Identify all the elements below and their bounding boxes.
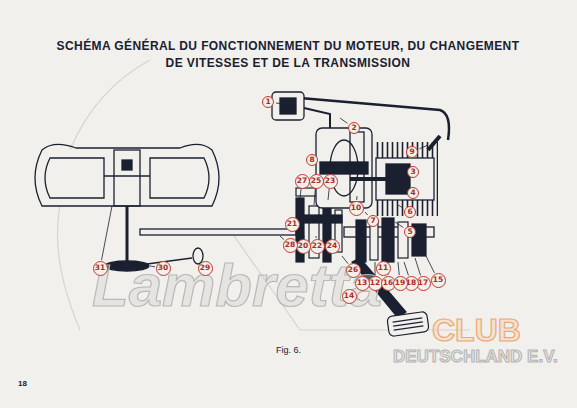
watermark: Lambretta xyxy=(92,256,382,316)
callout-circle: 24 xyxy=(325,239,340,254)
callout-circle: 22 xyxy=(310,239,325,254)
callout-circle: 6 xyxy=(404,206,416,218)
diagram-title: SCHÉMA GÉNÉRAL DU FONCTIONNEMENT DU MOTE… xyxy=(53,38,523,72)
callout-number: 22 xyxy=(312,242,322,250)
callout-number: 1 xyxy=(265,98,270,106)
callout-number: 4 xyxy=(410,189,415,197)
callout-number: 20 xyxy=(298,242,308,250)
page-number: 18 xyxy=(18,380,27,388)
callout-circle: 19 xyxy=(393,276,408,291)
callout-number: 29 xyxy=(200,264,210,272)
leader-line xyxy=(319,163,325,165)
callout-circle: 5 xyxy=(404,226,416,238)
callout-number: 21 xyxy=(287,220,297,228)
watermark: DEUTSCHLAND E.V. xyxy=(393,348,558,365)
callout-number: 27 xyxy=(297,177,307,185)
callout-number: 31 xyxy=(95,264,105,272)
leader-line xyxy=(356,196,357,200)
callout-circle: 7 xyxy=(367,215,379,227)
callout-number: 28 xyxy=(285,241,295,249)
callout-number: 23 xyxy=(325,177,335,185)
leader-line xyxy=(316,236,317,238)
callout-number: 3 xyxy=(410,168,415,176)
leader-line xyxy=(400,190,405,191)
callout-number: 14 xyxy=(344,292,354,300)
callout-circle: 27 xyxy=(295,174,310,189)
leader-line xyxy=(400,174,405,175)
callout-circle: 2 xyxy=(348,122,360,134)
callout-number: 8 xyxy=(309,156,314,164)
callout-circle: 1 xyxy=(262,96,274,108)
callout-circle: 4 xyxy=(407,187,419,199)
watermark: CLUB xyxy=(432,314,521,346)
callout-number: 19 xyxy=(395,279,405,287)
callout-number: 17 xyxy=(418,279,428,287)
figure-caption: Fig. 6. xyxy=(276,345,301,355)
leader-line xyxy=(102,206,112,260)
callout-number: 24 xyxy=(327,242,337,250)
callout-number: 11 xyxy=(378,264,388,272)
callout-number: 5 xyxy=(407,228,412,236)
callout-number: 7 xyxy=(370,217,375,225)
leader-line xyxy=(419,145,428,149)
callout-circle: 14 xyxy=(342,289,357,304)
leader-line xyxy=(300,189,301,198)
callout-circle: 8 xyxy=(306,154,318,166)
leader-line xyxy=(330,236,331,238)
leader-line xyxy=(303,236,304,238)
callout-number: 2 xyxy=(351,124,356,132)
leader-line xyxy=(314,189,315,205)
callout-number: 6 xyxy=(407,208,412,216)
callout-circle: 9 xyxy=(406,146,418,158)
callout-number: 15 xyxy=(433,276,443,284)
callout-number: 9 xyxy=(409,148,414,156)
leader-line xyxy=(276,103,284,104)
callout-circle: 11 xyxy=(376,261,391,276)
callout-circle: 3 xyxy=(407,166,419,178)
engine xyxy=(272,92,449,216)
callout-circle: 21 xyxy=(285,217,300,232)
scooter-ghost xyxy=(58,60,471,330)
leader-line xyxy=(395,222,403,228)
leader-line xyxy=(387,256,390,261)
callout-number: 25 xyxy=(311,177,321,185)
callout-circle: 20 xyxy=(296,239,311,254)
callout-circle: 23 xyxy=(323,174,338,189)
callout-number: 10 xyxy=(351,204,361,212)
leader-line xyxy=(404,262,408,275)
leader-line xyxy=(280,236,284,240)
callout-circle: 31 xyxy=(93,261,108,276)
leader-line xyxy=(398,262,399,275)
callout-number: 30 xyxy=(158,264,168,272)
callout-circle: 15 xyxy=(431,273,446,288)
leader-line xyxy=(365,212,368,215)
callout-number: 26 xyxy=(348,266,358,274)
callout-circle: 25 xyxy=(309,174,324,189)
leader-line xyxy=(415,258,421,275)
callout-number: 16 xyxy=(383,279,393,287)
leader-line xyxy=(328,189,329,200)
leader-line xyxy=(340,118,347,123)
callout-number: 13 xyxy=(357,279,367,287)
callout-circle: 29 xyxy=(198,261,213,276)
callout-number: 12 xyxy=(370,279,380,287)
handlebar-headset xyxy=(35,144,219,271)
leader-line xyxy=(398,205,403,208)
callout-circle: 26 xyxy=(346,263,361,278)
callout-circle: 13 xyxy=(355,276,370,291)
callout-circle: 10 xyxy=(349,201,364,216)
leader-line xyxy=(426,256,434,273)
callout-circle: 30 xyxy=(156,261,171,276)
callout-circle: 28 xyxy=(283,238,298,253)
